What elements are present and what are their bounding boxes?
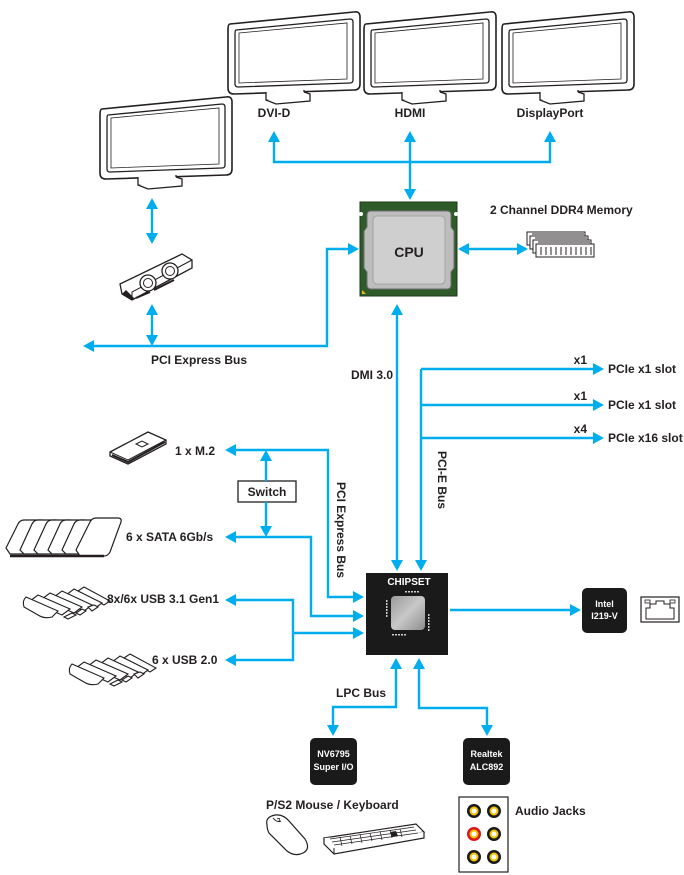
slot-2-label: PCIe x1 slot [608,398,676,412]
audio-codec-line2: ALC892 [470,762,504,772]
usb20-drives-icon [68,653,158,687]
mouse-icon [266,814,309,856]
rj45-port-icon [640,596,680,623]
memory-bus [458,243,528,255]
ps2-label: P/S2 Mouse / Keyboard [266,798,399,812]
display-bus [268,131,556,200]
monitor-gpu-icon [99,96,233,190]
lan-controller-chip: Intel I219-V [582,588,627,633]
m2-label: 1 x M.2 [175,444,215,458]
graphics-card-icon [119,253,193,301]
cpu-chip: CPU [359,201,458,297]
sata-drives-icon [5,517,122,558]
pci-express-bus-storage-label: PCI Express Bus [334,482,348,578]
keyboard-icon [322,823,426,855]
slot-2-lanes: x1 [574,389,588,403]
sata-label: 6 x SATA 6Gb/s [126,530,213,544]
lpc-label: LPC Bus [336,686,386,700]
slot-3-label: PCIe x16 slot [608,431,683,445]
audio-jack-icon [487,827,501,841]
slot-3-lanes: x4 [574,422,588,436]
switch-box: Switch [237,480,297,503]
usb-bus [225,594,364,666]
audio-jacks-panel [458,796,509,873]
usb31-drives-icon [22,586,112,620]
storage-bus [225,444,364,622]
super-io-line2: Super I/O [313,762,353,772]
memory-label: 2 Channel DDR4 Memory [490,203,633,217]
audio-jack-icon [467,850,481,864]
monitor-hdmi-icon [363,11,497,105]
slot-1-label: PCIe x1 slot [608,362,676,376]
audio-bus [413,658,493,736]
lan-line1: Intel [595,599,614,609]
lan-line2: I219-V [591,611,618,621]
audio-jack-icon [467,804,481,818]
slot-1-lanes: x1 [574,353,588,367]
memory-modules-icon [526,231,595,258]
switch-label: Switch [248,485,287,499]
lan-bus [450,604,581,616]
super-io-chip: NV6795 Super I/O [310,738,357,785]
pci-express-bus-top-label: PCI Express Bus [151,353,247,367]
audio-jack-icon [487,804,501,818]
pci-express-bus-top [83,243,359,352]
label-dvi: DVI-D [258,106,291,120]
usb20-label: 6 x USB 2.0 [152,653,218,667]
pcie-slot-bus [415,363,604,571]
chipset-label: CHIPSET [387,577,430,588]
lpc-bus [327,658,402,736]
chipset-chip: CHIPSET [366,573,448,655]
audio-codec-chip: Realtek ALC892 [463,738,510,785]
audio-jack-icon [467,827,481,841]
dmi-bus [391,304,403,571]
audio-jacks-label: Audio Jacks [515,804,586,818]
usb31-label: 8x/6x USB 3.1 Gen1 [107,592,219,606]
cpu-label: CPU [394,244,424,260]
monitor-displayport-icon [501,11,635,105]
audio-codec-line1: Realtek [470,749,503,759]
dmi-label: DMI 3.0 [351,368,393,382]
monitor-dvi-icon [227,11,361,105]
label-displayport: DisplayPort [517,106,584,120]
gpu-bus [146,198,158,346]
label-hdmi: HDMI [395,106,426,120]
pcie-bus-label: PCI-E Bus [435,451,449,509]
super-io-line1: NV6795 [317,749,350,759]
audio-jack-icon [487,850,501,864]
m2-ssd-icon [109,431,167,465]
